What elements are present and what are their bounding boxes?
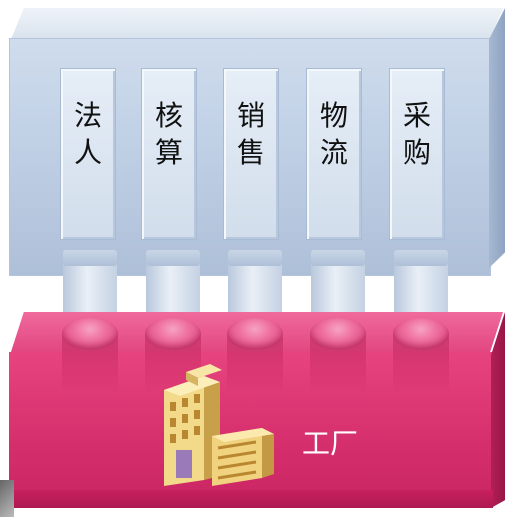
module-label-4: 物流	[319, 99, 348, 169]
module-slot-5: 采购	[389, 68, 445, 240]
socket-2	[145, 318, 201, 350]
module-label-3: 销售	[236, 99, 265, 169]
connector-cap-2	[146, 250, 200, 266]
connector-cap-5	[394, 250, 448, 266]
lower-block-side	[491, 312, 505, 508]
module-slot-4: 物流	[306, 68, 362, 240]
socket-5	[393, 318, 449, 350]
module-slot-3: 销售	[223, 68, 279, 240]
connector-cap-4	[311, 250, 365, 266]
module-label-2: 核算	[154, 99, 183, 169]
corner-shadow	[0, 480, 14, 517]
socket-4	[310, 318, 366, 350]
module-slot-1: 法人	[60, 68, 116, 240]
connector-cap-3	[228, 250, 282, 266]
module-slot-2: 核算	[141, 68, 197, 240]
factory-label: 工厂	[302, 427, 359, 460]
socket-3	[227, 318, 283, 350]
building-icon	[164, 364, 274, 486]
socket-1	[62, 318, 118, 350]
connector-cap-1	[63, 250, 117, 266]
module-label-5: 采购	[402, 99, 431, 169]
upper-block-side	[489, 8, 505, 268]
lower-block-lip	[9, 490, 493, 508]
module-label-1: 法人	[73, 99, 102, 169]
